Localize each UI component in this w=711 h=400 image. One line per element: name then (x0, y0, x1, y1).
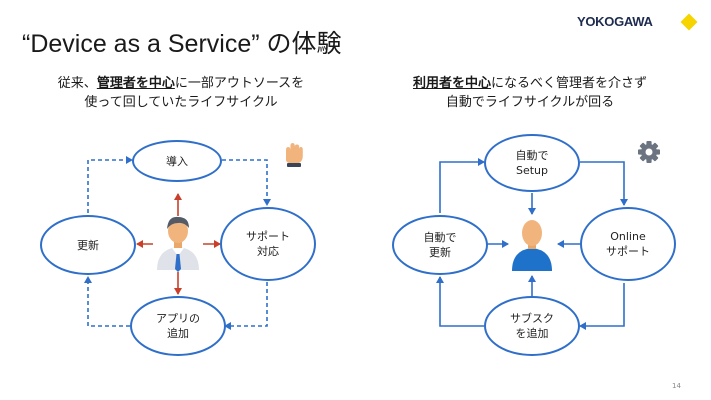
manager-person-icon (153, 216, 203, 272)
node-online-support: Online サポート (580, 207, 676, 281)
left-caption-suffix: に一部アウトソースを (174, 76, 305, 91)
right-caption: 利用者を中心になるべく管理者を介さず 自動でライフサイクルが回る (382, 74, 678, 112)
right-arrow-setup-to-support (580, 161, 628, 206)
node-support-line1: サポート (246, 230, 290, 243)
slide-title: “Device as a Service” の体験 (22, 30, 342, 58)
left-arrow-addapp-to-update (84, 276, 130, 327)
logo-text: YOKOGAWA (577, 14, 653, 29)
company-logo: YOKOGAWA (577, 13, 701, 34)
left-caption-emphasis: 管理者を中心 (96, 76, 175, 91)
node-auto-update-line1: 自動で (423, 231, 457, 244)
left-cycle-arrows (84, 156, 271, 330)
node-update-label: 更新 (77, 238, 99, 252)
hand-icon (286, 143, 303, 167)
left-arrow-update-to-intro (87, 156, 133, 213)
right-arrow-subscribe-to-update (436, 276, 484, 327)
node-support-line2: 対応 (257, 245, 279, 258)
node-add-subscription-line1: サブスク (510, 312, 554, 325)
right-arrow-update-to-setup (439, 158, 485, 213)
node-auto-update-line2: 更新 (429, 246, 451, 259)
left-arrow-intro-to-support (222, 159, 271, 206)
node-add-app-line2: 追加 (167, 327, 189, 340)
node-add-app: アプリの 追加 (130, 296, 226, 356)
node-support: サポート 対応 (220, 207, 316, 281)
right-caption-emphasis: 利用者を中心 (412, 76, 491, 91)
user-person-icon (512, 220, 552, 271)
left-caption: 従来、管理者を中心に一部アウトソースを 使って回していたライフサイクル (30, 74, 332, 112)
node-update: 更新 (40, 215, 136, 275)
node-auto-setup-line1: 自動で (515, 149, 549, 162)
node-add-app-line1: アプリの (156, 312, 200, 325)
right-cycle-arrows (436, 158, 628, 330)
right-caption-line2: 自動でライフサイクルが回る (445, 95, 615, 110)
node-online-support-line1: Online (610, 230, 646, 243)
left-caption-line2: 使って回していたライフサイクル (84, 95, 278, 110)
left-arrow-support-to-addapp (224, 282, 268, 330)
right-arrow-support-to-subscribe (579, 283, 625, 330)
node-online-support-line2: サポート (606, 245, 650, 258)
left-caption-prefix: 従来、 (57, 76, 97, 91)
node-intro: 導入 (132, 140, 222, 182)
node-add-subscription-line2: を追加 (515, 327, 549, 340)
right-user-arrows (486, 193, 582, 296)
gear-icon (638, 141, 660, 163)
node-add-subscription: サブスク を追加 (484, 296, 580, 356)
node-auto-setup: 自動で Setup (484, 134, 580, 192)
page-number: 14 (672, 382, 681, 390)
node-intro-label: 導入 (166, 154, 188, 168)
node-auto-update: 自動で 更新 (392, 215, 488, 275)
node-auto-setup-line2: Setup (515, 164, 549, 177)
right-caption-suffix: になるべく管理者を介さず (491, 76, 648, 91)
